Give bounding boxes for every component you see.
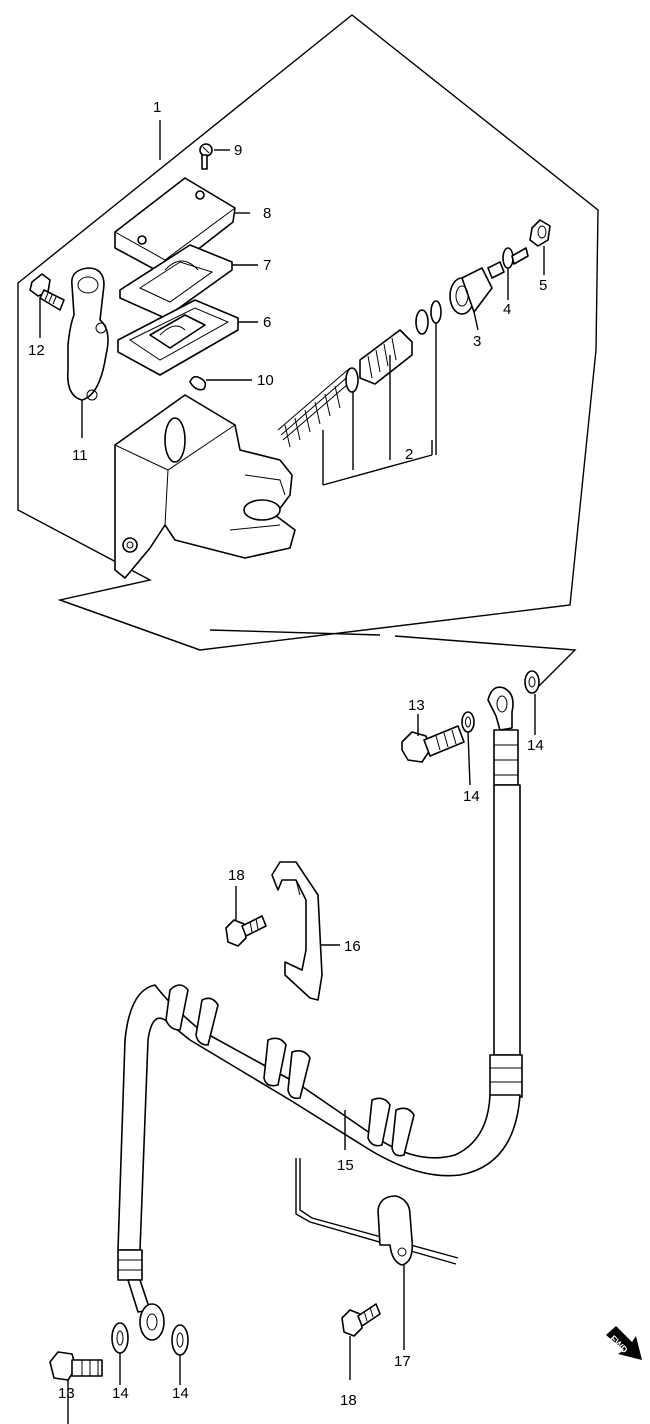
- callout-18-lower: 18: [340, 1392, 357, 1409]
- callout-5: 5: [539, 277, 547, 294]
- callout-3: 3: [473, 333, 481, 350]
- callout-2: 2: [405, 446, 413, 463]
- hose-clamp-part-17: [295, 1158, 459, 1350]
- leader-lines-upper: [39, 120, 545, 486]
- banjo-bolt-part-13-lower: [49, 1351, 103, 1424]
- callout-10: 10: [257, 372, 274, 389]
- bracket-part-16: [271, 861, 340, 1001]
- callout-15: 15: [337, 1157, 354, 1174]
- boot-part-3: [449, 267, 493, 315]
- washer-part-14-d: [171, 1324, 189, 1356]
- callout-6: 6: [263, 314, 271, 331]
- leader-lines-lower: [119, 694, 536, 1385]
- callout-13-upper: 13: [408, 697, 425, 714]
- callout-14-lower-right: 14: [172, 1385, 189, 1402]
- bolt-part-18-lower: [341, 1303, 381, 1380]
- master-cylinder-body: [114, 394, 296, 579]
- diaphragm-plate-part-7: [119, 244, 233, 319]
- fwd-arrow-icon: FWD: [606, 1326, 642, 1360]
- callout-17: 17: [394, 1353, 411, 1370]
- push-rod-part-4: [487, 247, 529, 279]
- bolt-part-12: [29, 273, 65, 311]
- callout-14-lower-left: 14: [112, 1385, 129, 1402]
- callout-11: 11: [72, 447, 88, 464]
- callout-16: 16: [344, 938, 361, 955]
- callout-12: 12: [28, 342, 45, 359]
- callout-14-upper-left: 14: [463, 788, 480, 805]
- banjo-bolt-part-13-upper: [401, 725, 465, 763]
- callout-18-upper: 18: [228, 867, 245, 884]
- washer-part-14-c: [111, 1322, 129, 1354]
- washer-part-14-a: [461, 711, 475, 733]
- assembly-boundary: [17, 14, 599, 651]
- bolt-part-18-upper: [225, 886, 267, 947]
- nut-part-5: [529, 219, 551, 247]
- callout-9: 9: [234, 142, 242, 159]
- callout-13-lower: 13: [58, 1385, 75, 1402]
- diaphragm-part-6: [117, 299, 239, 376]
- clutch-hose-part-15: [117, 686, 523, 1341]
- callout-8: 8: [263, 205, 271, 222]
- callout-1: 1: [153, 99, 161, 116]
- piston-kit-part-2: [277, 300, 442, 448]
- callout-7: 7: [263, 257, 271, 274]
- callout-14-upper-right: 14: [527, 737, 544, 754]
- callout-4: 4: [503, 301, 511, 318]
- screw-part-9: [199, 143, 213, 170]
- separator-line: [59, 599, 577, 691]
- clamp-part-11: [66, 267, 109, 401]
- washer-part-14-b: [524, 670, 540, 694]
- clip-part-10: [189, 375, 207, 391]
